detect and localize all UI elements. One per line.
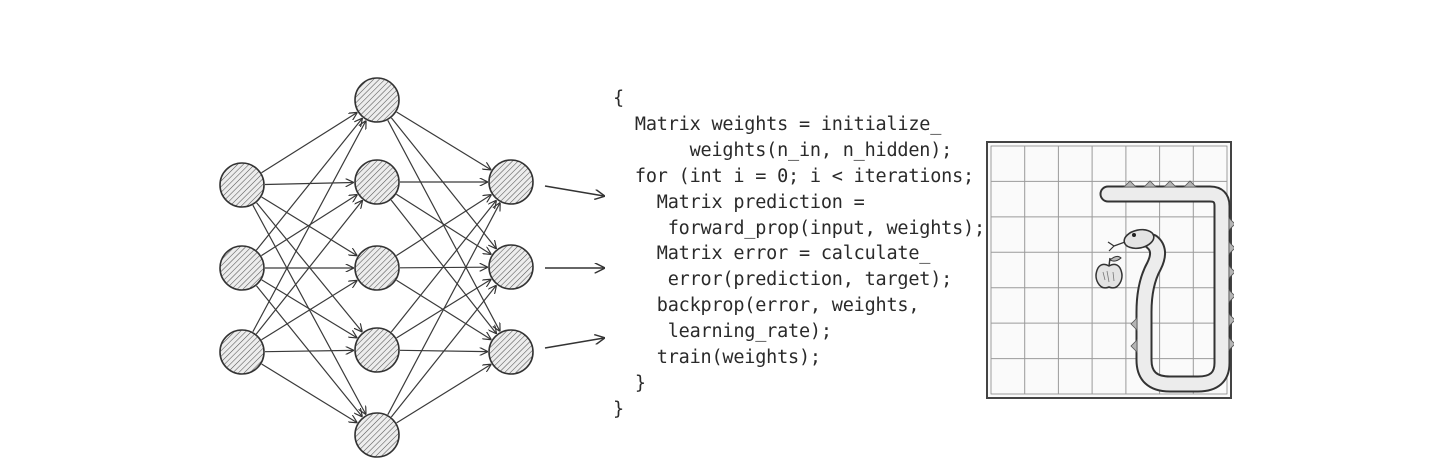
network-node: [488, 244, 534, 290]
code-line: backprop(error, weights,: [613, 295, 920, 317]
network-node: [219, 245, 265, 291]
network-edge: [390, 286, 496, 418]
code-line: Matrix prediction =: [613, 191, 865, 213]
code-line: learning_rate);: [613, 321, 832, 343]
network-node: [219, 162, 265, 208]
snake-tongue: [1107, 241, 1126, 252]
output-arrow: [544, 338, 604, 349]
network-edge: [387, 203, 500, 415]
network-node: [354, 245, 400, 291]
network-edge: [261, 363, 357, 422]
snake-body-fill: [1101, 187, 1229, 391]
code-line: forward_prop(input, weights);: [613, 217, 985, 239]
network-edge: [261, 113, 357, 174]
network-output-arrows: [544, 185, 604, 349]
network-node: [488, 329, 534, 375]
output-arrow: [544, 185, 604, 196]
code-line: train(weights);: [613, 347, 821, 369]
snake-scales: [1123, 180, 1234, 353]
code-line: {: [613, 88, 624, 109]
network-edge: [390, 117, 496, 248]
network-edge: [261, 279, 357, 338]
network-edge: [396, 111, 491, 170]
network-edge: [396, 365, 491, 424]
code-line: }: [613, 398, 624, 420]
code-line: }: [613, 372, 646, 394]
network-connections: [252, 111, 500, 424]
network-edge: [261, 281, 357, 341]
code-line: error(prediction, target);: [613, 269, 953, 291]
network-node: [354, 77, 400, 123]
snake-eye: [1132, 233, 1136, 237]
network-edge: [261, 195, 356, 257]
code-snippet: { Matrix weights = initialize_ weights(n…: [613, 86, 985, 423]
network-edge: [255, 119, 362, 251]
network-edge: [264, 350, 353, 351]
snake-game-board: [986, 141, 1234, 399]
code-line: Matrix error = calculate_: [613, 243, 931, 265]
apple-icon: [1095, 255, 1123, 289]
network-node: [354, 412, 400, 458]
network-edge: [255, 201, 362, 335]
code-line: for (int i = 0; i < iterations;: [613, 165, 974, 187]
network-edge: [396, 195, 490, 257]
network-node: [354, 159, 400, 205]
network-node: [488, 159, 534, 205]
network-nodes: [219, 77, 534, 458]
network-edge: [396, 193, 490, 254]
code-line: weights(n_in, n_hidden);: [613, 139, 953, 161]
network-edge: [264, 183, 353, 185]
network-edge: [390, 201, 496, 333]
code-line: Matrix weights = initialize_: [613, 113, 942, 135]
network-edge: [252, 121, 366, 332]
network-node: [354, 327, 400, 373]
network-node: [219, 329, 265, 375]
